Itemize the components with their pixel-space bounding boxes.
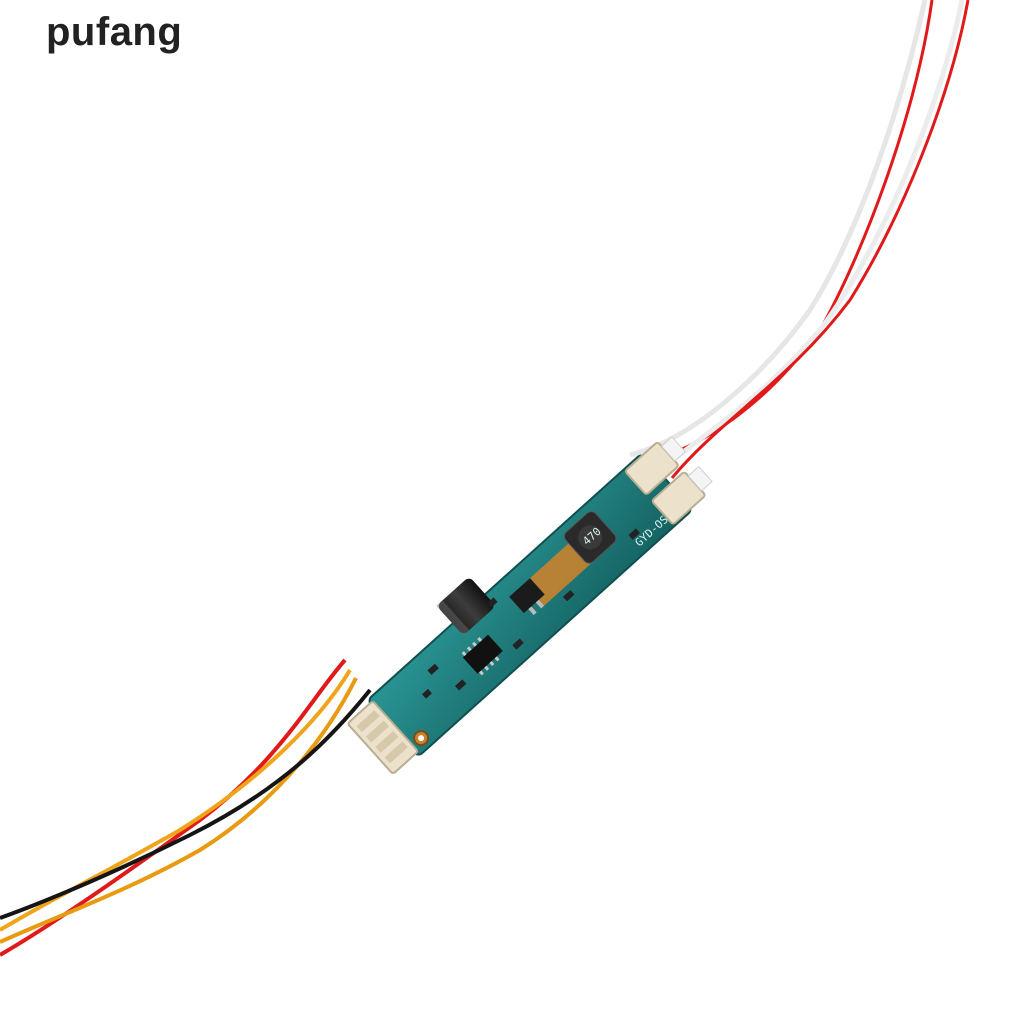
inverter-board: 470 GYD-OS <box>347 436 713 774</box>
wire-red-2 <box>670 0 970 479</box>
wire-white-1 <box>629 0 928 458</box>
wire-yellow-input-2 <box>0 677 358 944</box>
transistor <box>509 578 545 614</box>
brand-watermark: pufang <box>46 10 183 54</box>
smd-components <box>421 528 640 699</box>
wire-white-2 <box>658 0 965 472</box>
input-wires <box>0 658 372 957</box>
wire-red-input <box>0 658 347 957</box>
ic-chip <box>462 634 503 674</box>
wire-yellow-input-1 <box>0 668 352 932</box>
wire-black-input <box>0 688 372 920</box>
output-wires <box>629 0 970 479</box>
